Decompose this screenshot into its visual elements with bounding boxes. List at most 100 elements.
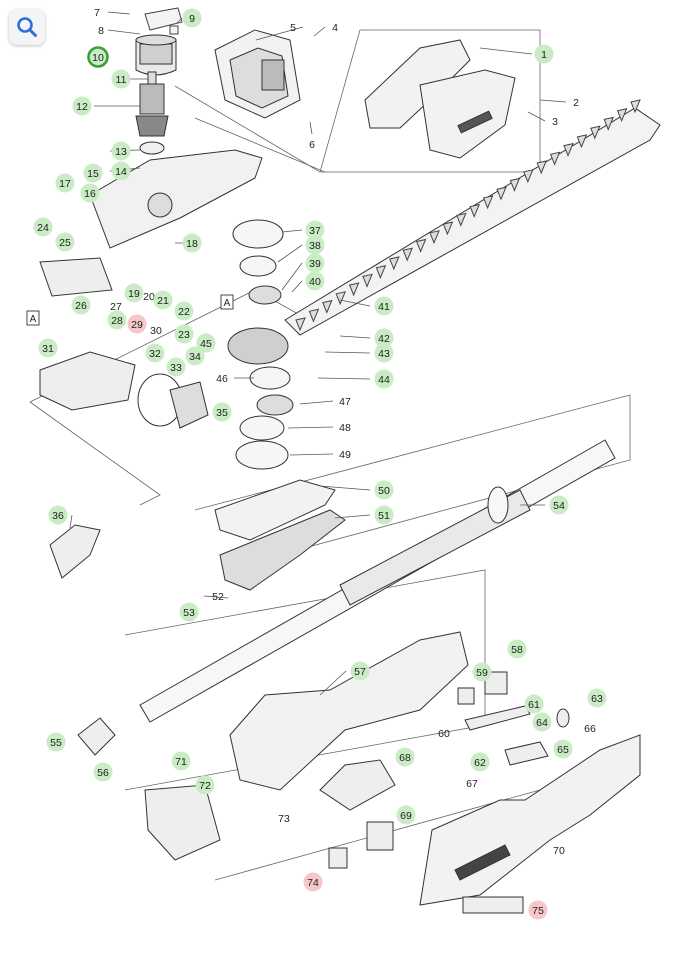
callout-32[interactable]: 32 — [145, 343, 165, 363]
callout-30[interactable]: 30 — [150, 325, 162, 337]
callout-60[interactable]: 60 — [438, 728, 450, 740]
callout-number: 8 — [98, 25, 104, 37]
callout-58[interactable]: 58 — [507, 639, 527, 659]
callout-57[interactable]: 57 — [350, 661, 370, 681]
callout-number: 42 — [378, 333, 390, 345]
callout-69[interactable]: 69 — [396, 805, 416, 825]
callout-14[interactable]: 14 — [111, 161, 131, 181]
search-button[interactable] — [9, 9, 45, 45]
callout-9[interactable]: 9 — [182, 8, 202, 28]
callout-37[interactable]: 37 — [305, 220, 325, 240]
callout-27[interactable]: 27 — [110, 301, 122, 313]
callout-18[interactable]: 18 — [182, 233, 202, 253]
callout-63[interactable]: 63 — [587, 688, 607, 708]
callout-42[interactable]: 42 — [374, 328, 394, 348]
callout-41[interactable]: 41 — [374, 296, 394, 316]
callout-36[interactable]: 36 — [48, 505, 68, 525]
reference-marker-a: A — [220, 294, 234, 310]
callout-45[interactable]: 45 — [196, 333, 216, 353]
reference-label: A — [30, 314, 37, 325]
callout-20[interactable]: 20 — [143, 291, 155, 303]
callout-71[interactable]: 71 — [171, 751, 191, 771]
callout-11[interactable]: 11 — [111, 69, 131, 89]
callout-62[interactable]: 62 — [470, 752, 490, 772]
callout-23[interactable]: 23 — [174, 324, 194, 344]
callout-7[interactable]: 7 — [94, 7, 100, 19]
callout-64[interactable]: 64 — [532, 712, 552, 732]
callout-badge — [33, 217, 53, 237]
callout-number: 54 — [553, 500, 565, 512]
callout-26[interactable]: 26 — [71, 295, 91, 315]
callout-56[interactable]: 56 — [93, 762, 113, 782]
callout-59[interactable]: 59 — [472, 662, 492, 682]
callout-16[interactable]: 16 — [80, 183, 100, 203]
callout-badge — [38, 338, 58, 358]
callout-39[interactable]: 39 — [305, 253, 325, 273]
callout-52[interactable]: 52 — [212, 591, 224, 603]
callout-number: 31 — [42, 343, 54, 355]
callout-34[interactable]: 34 — [185, 346, 205, 366]
motor-cover-part — [144, 7, 183, 35]
callout-73[interactable]: 73 — [278, 813, 290, 825]
callout-50[interactable]: 50 — [374, 480, 394, 500]
callout-70[interactable]: 70 — [553, 845, 565, 857]
callout-number: 52 — [212, 591, 224, 603]
callout-51[interactable]: 51 — [374, 505, 394, 525]
callout-badge — [305, 271, 325, 291]
callout-48[interactable]: 48 — [339, 422, 351, 434]
callout-badge — [46, 732, 66, 752]
callout-number: 58 — [511, 644, 523, 656]
callout-40[interactable]: 40 — [305, 271, 325, 291]
callout-29[interactable]: 29 — [127, 314, 147, 334]
callout-17[interactable]: 17 — [55, 173, 75, 193]
callout-19[interactable]: 19 — [124, 283, 144, 303]
callout-badge — [195, 775, 215, 795]
callout-number: 61 — [528, 699, 540, 711]
callout-13[interactable]: 13 — [111, 141, 131, 161]
callout-61[interactable]: 61 — [524, 694, 544, 714]
callout-68[interactable]: 68 — [395, 747, 415, 767]
callout-8[interactable]: 8 — [98, 25, 104, 37]
callout-74[interactable]: 74 — [303, 872, 323, 892]
callout-44[interactable]: 44 — [374, 369, 394, 389]
callout-badge — [528, 900, 548, 920]
gear-cover-part — [39, 257, 113, 297]
leader-line — [69, 514, 73, 529]
callout-badge — [534, 44, 554, 64]
callout-65[interactable]: 65 — [553, 739, 573, 759]
callout-3[interactable]: 3 — [552, 116, 558, 128]
callout-25[interactable]: 25 — [55, 232, 75, 252]
callout-47[interactable]: 47 — [339, 396, 351, 408]
callout-2[interactable]: 2 — [573, 97, 579, 109]
callout-4[interactable]: 4 — [332, 22, 338, 34]
callout-number: 45 — [200, 338, 212, 350]
callout-55[interactable]: 55 — [46, 732, 66, 752]
callout-49[interactable]: 49 — [339, 449, 351, 461]
callout-53[interactable]: 53 — [179, 602, 199, 622]
callout-75[interactable]: 75 — [528, 900, 548, 920]
handle-cover-part — [364, 39, 516, 159]
callout-33[interactable]: 33 — [166, 357, 186, 377]
callout-28[interactable]: 28 — [107, 310, 127, 330]
callout-22[interactable]: 22 — [174, 301, 194, 321]
callout-67[interactable]: 67 — [466, 778, 478, 790]
callout-badge — [166, 357, 186, 377]
callout-35[interactable]: 35 — [212, 402, 232, 422]
callout-24[interactable]: 24 — [33, 217, 53, 237]
callout-5[interactable]: 5 — [290, 22, 296, 34]
callout-12[interactable]: 12 — [72, 96, 92, 116]
callout-21[interactable]: 21 — [153, 290, 173, 310]
callout-31[interactable]: 31 — [38, 338, 58, 358]
leader-line — [255, 26, 304, 41]
callout-10[interactable]: 10 — [87, 46, 109, 68]
callout-6[interactable]: 6 — [309, 139, 315, 151]
callout-38[interactable]: 38 — [305, 235, 325, 255]
callout-badge — [107, 310, 127, 330]
callout-15[interactable]: 15 — [83, 163, 103, 183]
callout-46[interactable]: 46 — [216, 373, 228, 385]
callout-54[interactable]: 54 — [549, 495, 569, 515]
callout-1[interactable]: 1 — [534, 44, 554, 64]
callout-66[interactable]: 66 — [584, 723, 596, 735]
callout-43[interactable]: 43 — [374, 343, 394, 363]
callout-72[interactable]: 72 — [195, 775, 215, 795]
